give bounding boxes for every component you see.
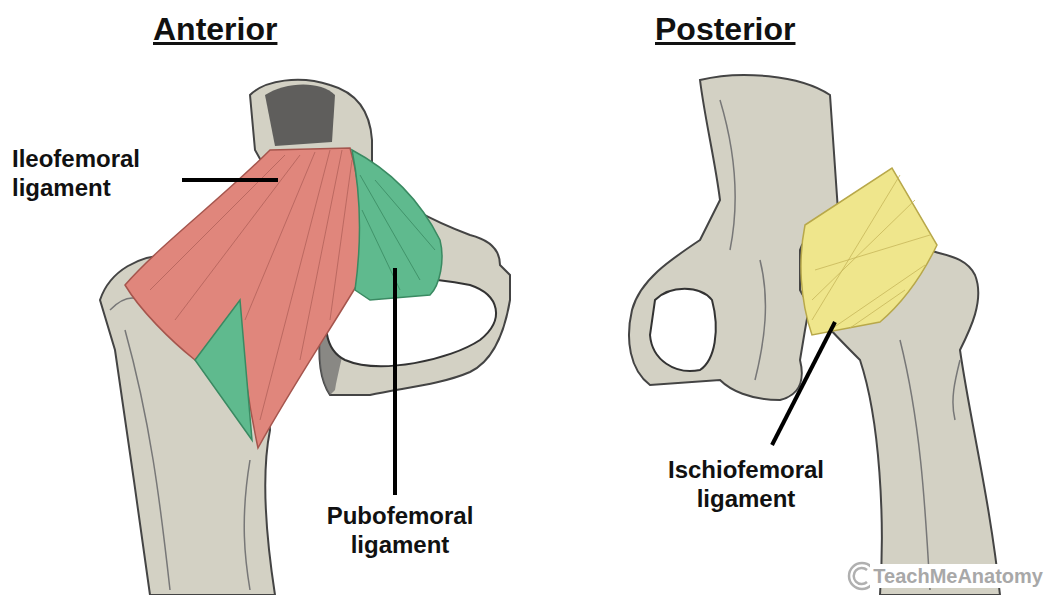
ligament-fibres — [360, 175, 435, 290]
iliofemoral-ligament — [125, 148, 362, 448]
pubofemoral-ligament — [195, 300, 252, 440]
part-label: Ileofemoral ligament — [12, 145, 180, 203]
ligament-fibres — [812, 175, 930, 330]
obturator-foramen — [650, 289, 716, 371]
view-heading: Anterior — [153, 10, 277, 48]
watermark: TeachMeAnatomy — [870, 564, 1046, 588]
ischiofemoral-ligament — [801, 168, 937, 335]
leader-line — [393, 268, 397, 495]
leader-line — [772, 322, 835, 445]
bone-shading — [900, 340, 960, 590]
part-label: Pubofemoral ligament — [305, 502, 495, 560]
leader-line — [182, 178, 278, 182]
ligament-fibres — [150, 150, 352, 420]
posterior-hip — [629, 75, 1000, 595]
anterior-hip — [100, 80, 510, 595]
part-label: Ischiofemoral ligament — [648, 456, 844, 514]
bone-shading — [265, 84, 335, 146]
bone-shading — [720, 100, 765, 380]
view-heading: Posterior — [655, 10, 795, 48]
